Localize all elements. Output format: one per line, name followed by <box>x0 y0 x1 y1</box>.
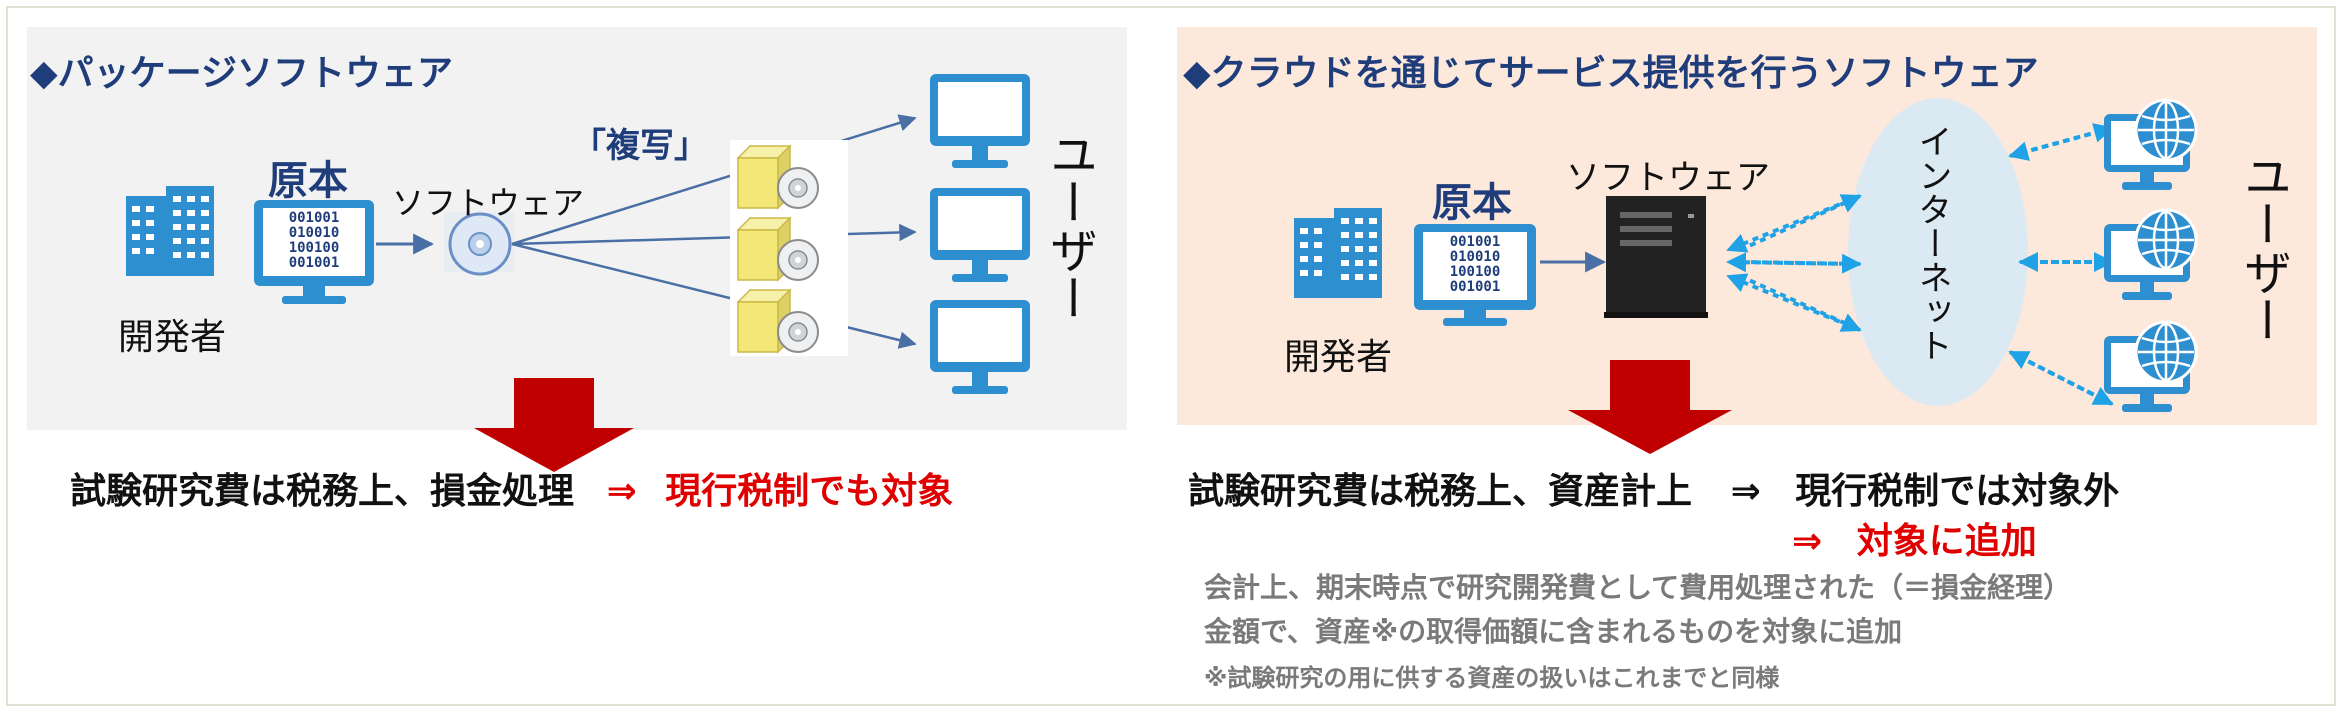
statement-main: 試験研究費は税務上、損金処理 <box>70 471 575 512</box>
binary-code: 001001 010010 100100 001001 <box>268 211 360 271</box>
server-icon <box>1604 196 1708 318</box>
original-monitor-icon <box>1414 224 1536 326</box>
user-monitor-icon <box>930 188 1030 282</box>
copy-label: 「複写」 <box>572 126 708 166</box>
user-monitor-icon <box>930 300 1030 394</box>
software-label: ソフトウェア <box>392 184 585 222</box>
statement-arrow: ⇒ <box>606 471 637 512</box>
note-line: 金額で、資産※の取得価額に含まれるものを対象に追加 <box>1204 615 1903 648</box>
statement-result: 現行税制では対象外 <box>1795 471 2120 512</box>
internet-label: インターネット <box>1912 124 1952 362</box>
original-label: 原本 <box>268 158 348 204</box>
developer-building-icon <box>126 186 214 276</box>
statement-arrow: ⇒ <box>1730 471 1761 512</box>
code-line: 001001 <box>1449 234 1501 250</box>
user-globe-monitor-icon <box>2102 98 2198 192</box>
original-label: 原本 <box>1432 180 1512 226</box>
outer-frame <box>6 6 2336 706</box>
code-line: 100100 <box>1449 264 1501 280</box>
code-line: 001001 <box>288 210 340 226</box>
code-line: 010010 <box>288 225 340 241</box>
developer-building-icon <box>1294 208 1382 298</box>
original-monitor-icon <box>254 200 374 304</box>
cd-icon <box>444 212 514 276</box>
red-down-arrow <box>1568 360 1732 454</box>
users-label: ユーザー <box>1041 130 1097 322</box>
right-statement-addition: ⇒ 対象に追加 <box>1792 512 2037 564</box>
code-line: 100100 <box>288 240 340 256</box>
binary-code: 001001 010010 100100 001001 <box>1428 235 1522 295</box>
statement-result: 対象に追加 <box>1856 521 2037 562</box>
user-monitor-icon <box>930 74 1030 168</box>
note-line: 会計上、期末時点で研究開発費として費用処理された（＝損金経理） <box>1204 571 2072 604</box>
package-software-heading: ◆パッケージソフトウェア <box>30 53 453 94</box>
software-label: ソフトウェア <box>1566 158 1770 198</box>
developer-label: 開発者 <box>118 317 227 358</box>
users-label: ユーザー <box>2235 152 2291 344</box>
cloud-software-heading: ◆クラウドを通じてサービス提供を行うソフトウェア <box>1183 53 2039 94</box>
user-globe-monitor-icon <box>2102 208 2198 302</box>
footnote: ※試験研究の用に供する資産の扱いはこれまでと同様 <box>1204 664 1780 692</box>
statement-arrow: ⇒ <box>1792 521 1823 562</box>
developer-label: 開発者 <box>1284 337 1393 378</box>
statement-result: 現行税制でも対象 <box>665 471 954 512</box>
internet-cloud <box>1848 98 2028 406</box>
left-statement: 試験研究費は税務上、損金処理 ⇒ 現行税制でも対象 <box>70 462 953 514</box>
red-down-arrow <box>474 378 634 472</box>
code-line: 001001 <box>288 255 340 271</box>
code-line: 010010 <box>1449 249 1501 265</box>
right-statement: 試験研究費は税務上、資産計上 ⇒ 現行税制では対象外 <box>1188 462 2119 514</box>
code-line: 001001 <box>1449 279 1501 295</box>
cloud-connection-arrows <box>1726 123 2114 406</box>
statement-main: 試験研究費は税務上、資産計上 <box>1188 471 1693 512</box>
user-globe-monitor-icon <box>2102 320 2198 414</box>
